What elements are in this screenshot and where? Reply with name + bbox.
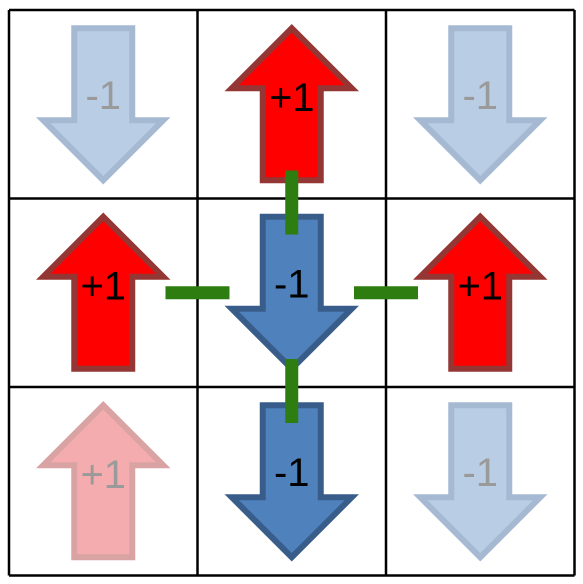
spin-up-arrow-icon [36, 212, 171, 372]
spin-arrows: -1 +1 -1 +1 -1 +1 +1 -1 -1 [36, 24, 548, 562]
spin-value-label: +1 [80, 264, 126, 308]
spin-cell-0-1: +1 [224, 24, 359, 184]
spin-value-label: -1 [85, 74, 121, 118]
spin-cell-0-0: -1 [36, 25, 171, 185]
spin-cell-2-0: +1 [36, 401, 171, 561]
spin-cell-2-2: -1 [413, 402, 548, 562]
neighbor-bonds [165, 170, 418, 423]
spin-value-label: -1 [274, 451, 310, 495]
spin-up-arrow-icon [36, 401, 171, 561]
spin-cell-1-2: +1 [413, 212, 548, 372]
spin-value-label: +1 [269, 76, 315, 120]
spin-value-label: +1 [80, 453, 126, 497]
spin-down-arrow-icon [413, 402, 548, 562]
spin-cell-1-0: +1 [36, 212, 171, 372]
spin-up-arrow-icon [413, 212, 548, 372]
spin-down-arrow-icon [413, 25, 548, 185]
spin-cell-2-1: -1 [224, 402, 359, 562]
spin-down-arrow-icon [36, 25, 171, 185]
spin-value-label: +1 [457, 264, 503, 308]
spin-value-label: -1 [462, 451, 498, 495]
spin-cell-1-1: -1 [224, 213, 359, 373]
spin-value-label: -1 [274, 262, 310, 306]
spin-cell-0-2: -1 [413, 25, 548, 185]
spin-value-label: -1 [462, 74, 498, 118]
